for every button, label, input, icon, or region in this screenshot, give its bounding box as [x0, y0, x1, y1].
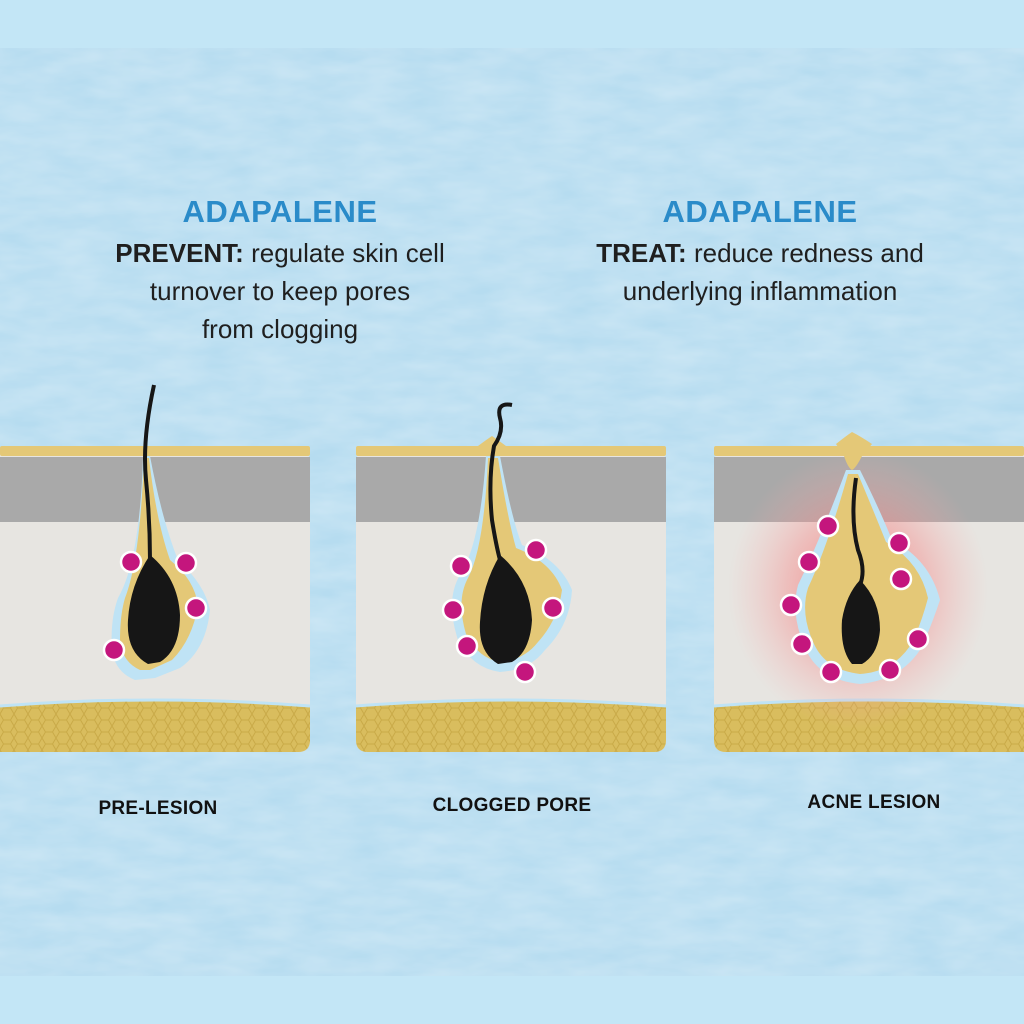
sebaceous-cell — [779, 593, 803, 617]
skin-cross-section-diagram — [0, 384, 1024, 752]
sebaceous-cell — [889, 567, 913, 591]
clogged-pore-panel — [355, 402, 667, 752]
hair-bulb — [479, 555, 532, 664]
skin-surface — [0, 446, 310, 456]
hair-bulb — [127, 555, 180, 664]
sebum-plug — [478, 436, 506, 446]
hair-shaft — [851, 477, 865, 586]
hair-shaft — [143, 384, 156, 561]
acne-lesion-panel — [713, 432, 1024, 752]
fat-layer — [356, 700, 666, 752]
sebaceous-cell — [174, 551, 198, 575]
fat-layer — [0, 700, 310, 752]
prevent-heading: ADAPALENE PREVENT: regulate skin cell tu… — [60, 192, 500, 348]
sebaceous-cell — [119, 550, 143, 574]
sebaceous-cell — [816, 514, 840, 538]
sebaceous-cell — [184, 596, 208, 620]
prevent-label: PREVENT: — [115, 238, 244, 268]
sebaceous-cell — [790, 632, 814, 656]
treat-heading: ADAPALENE TREAT: reduce redness and unde… — [540, 192, 980, 310]
sebaceous-cell — [797, 550, 821, 574]
sebaceous-cell — [524, 538, 548, 562]
sebum-plug — [836, 432, 872, 470]
skin-surface — [356, 446, 666, 456]
brand-name: ADAPALENE — [182, 194, 378, 229]
sebaceous-cell — [819, 660, 843, 684]
hair-bulb — [841, 580, 880, 664]
treat-text-1: reduce redness and — [693, 238, 924, 268]
pre-lesion-panel — [0, 384, 311, 752]
sebaceous-cell — [441, 598, 465, 622]
sebaceous-cell — [455, 634, 479, 658]
sebaceous-cell — [878, 658, 902, 682]
stage-label-acne-lesion: ACNE LESION — [807, 792, 941, 813]
sebaceous-cell — [887, 531, 911, 555]
treat-label: TREAT: — [596, 238, 687, 268]
sebaceous-cell — [102, 638, 126, 662]
hair-shaft — [488, 402, 513, 561]
stage-label-clogged-pore: CLOGGED PORE — [432, 795, 592, 816]
prevent-line-1: PREVENT: regulate skin cell — [60, 234, 500, 272]
sebaceous-cell — [513, 660, 537, 684]
sebaceous-cell — [449, 554, 473, 578]
prevent-line-3: from clogging — [201, 314, 359, 344]
prevent-text-1: regulate skin cell — [251, 238, 445, 268]
prevent-line-2: turnover to keep pores — [149, 276, 411, 306]
sebaceous-cell — [541, 596, 565, 620]
treat-line-2: underlying inflammation — [622, 276, 898, 306]
treat-line-1: TREAT: reduce redness and — [540, 234, 980, 272]
brand-name: ADAPALENE — [662, 194, 858, 229]
sebaceous-cell — [906, 627, 930, 651]
stage-label-pre-lesion: PRE-LESION — [98, 798, 218, 819]
